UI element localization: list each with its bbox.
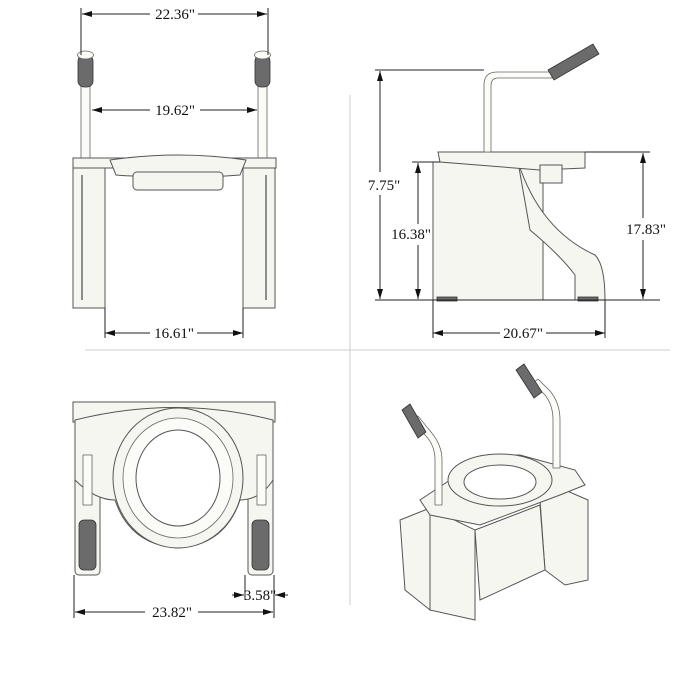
side-arm: [483, 71, 553, 153]
dim-side-front-height: 17.83": [626, 222, 666, 238]
dim-side-depth: 20.67": [503, 326, 543, 342]
right-leg: [242, 167, 276, 309]
side-view: 7.75" 16.38" 17.83" 20.67": [368, 43, 666, 342]
iso-left-grip: [401, 403, 427, 439]
seat-opening: [135, 429, 221, 527]
left-grip: [77, 54, 94, 88]
isometric-view: [399, 363, 589, 621]
dim-front-between-arms: 19.62": [155, 103, 195, 119]
front-view: 22.36" 19.62" 16.61": [72, 7, 277, 342]
dim-front-overall-width: 22.36": [155, 7, 195, 23]
dim-side-overall-height: 7.75": [368, 178, 400, 194]
side-grip: [547, 43, 600, 81]
top-right-grip: [251, 519, 270, 571]
side-body: [432, 161, 544, 301]
iso-right-grip: [515, 363, 543, 399]
left-leg: [72, 167, 106, 309]
dim-top-leg-width: 3.58": [244, 588, 276, 604]
dim-top-overall-width: 23.82": [152, 605, 192, 621]
dim-side-seat-height: 16.38": [391, 227, 431, 243]
top-left-grip: [78, 519, 97, 571]
basin: [132, 171, 224, 191]
dim-front-between-legs: 16.61": [154, 326, 194, 342]
right-grip: [254, 54, 271, 88]
top-view: 23.82" 3.58": [72, 401, 288, 621]
